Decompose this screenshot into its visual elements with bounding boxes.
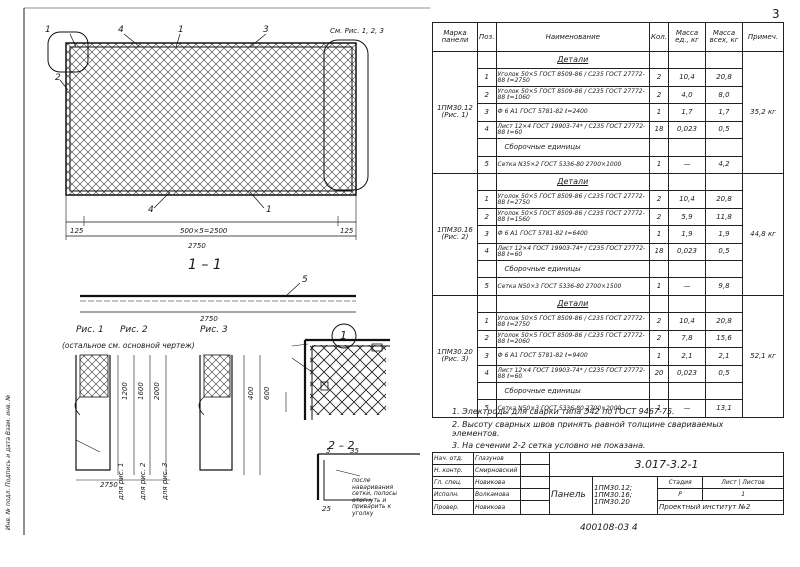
note-3: 3. На сечении 2-2 сетка условно не показ…: [452, 441, 646, 450]
side-stamp: Инв. № подл. Подпись и дата Взам. инв. №: [5, 394, 12, 530]
callout-4: 4: [118, 25, 124, 35]
col-mass-total: Масса всех, кг: [705, 22, 743, 52]
table-row: 1ПМ30.20 (Рис. 3) Детали 52,1 кг: [432, 294, 784, 419]
node-dim-5: 5: [326, 447, 331, 455]
weld-note: после наваривания сетки, полосы отогнуть…: [352, 477, 397, 517]
fig-dim-1200: 1200: [121, 382, 129, 400]
details-label: Детали: [495, 50, 651, 70]
node-1-number: 1: [340, 329, 347, 342]
node-dim-35: 35: [350, 447, 359, 455]
col-qty: Кол.: [649, 22, 669, 52]
callout-5: 5: [302, 275, 308, 285]
section-2-2-title: 2 – 2: [328, 439, 355, 452]
doc-code: 3.017-3.2-1: [549, 452, 784, 477]
section-1-1: [80, 282, 356, 313]
panel-note: 35,2 кг: [742, 51, 784, 174]
dim-right: 125: [340, 227, 354, 235]
panel-elevation: [47, 31, 369, 240]
col-mass-unit: Масса ед., кг: [668, 22, 706, 52]
fig3-label: Рис. 3: [200, 325, 228, 335]
col-note: Примеч.: [742, 22, 784, 52]
note-1: 1. Электроды для сварки типа Э42 по ГОСТ…: [452, 407, 675, 416]
section-dim: 2750: [200, 315, 218, 323]
fig-dim-2000: 2000: [153, 382, 161, 400]
callout-2: 2: [55, 73, 61, 83]
see-fig-label: См. Рис. 1, 2, 3: [330, 27, 384, 35]
footer-code: 400108-03 4: [580, 523, 638, 533]
col-name: Наименование: [495, 22, 651, 52]
drawing-area: [23, 7, 430, 535]
title-block: Нач. отд. Глазунов 3.017-3.2-1 Н. контр.…: [432, 452, 784, 515]
col-mark: Марка панели: [432, 22, 478, 52]
org-name: Проектный институт №2: [657, 500, 784, 515]
fig1-2-elevation: [74, 354, 170, 481]
panel-note: 52,1 кг: [742, 294, 784, 419]
fig-label-1: для рис. 1: [117, 462, 125, 501]
specification-table: Марка панели Поз. Наименование Кол. Масс…: [432, 22, 784, 419]
fig-dim-1600: 1600: [137, 382, 145, 400]
callout-3: 3: [263, 25, 269, 35]
callout-4b: 4: [148, 205, 154, 215]
callout-1: 1: [45, 25, 51, 35]
table-row: 1ПМ30.12 (Рис. 1) Детали 35,2 кг: [432, 50, 784, 174]
dim-overall: 2750: [188, 242, 206, 250]
fig2-label: Рис. 2: [120, 325, 148, 335]
callout-1b: 1: [178, 25, 184, 35]
table-row: Сборочные единицы: [433, 260, 784, 279]
fig-label-3: для рис. 3: [161, 462, 169, 501]
panel-mark: 1ПМ30.16 (Рис. 2): [432, 172, 478, 296]
assembly-label: Сборочные единицы: [495, 138, 651, 157]
fig-dim-400: 400: [247, 386, 255, 400]
col-pos: Поз.: [477, 22, 497, 52]
panel-note: 44,8 кг: [742, 172, 784, 296]
fig3-elevation: [198, 354, 261, 475]
node-dim-25: 25: [322, 505, 331, 513]
table-row: Сборочные единицы: [433, 382, 784, 401]
marks-text: 1ПМ30.12; 1ПМ30.16; 1ПМ30.20: [592, 476, 658, 515]
fig-dim-2750: 2750: [100, 481, 118, 489]
callout-1c: 1: [266, 205, 272, 215]
fig1-label: Рис. 1: [76, 325, 104, 335]
rest-note: (остальное см. основной чертеж): [62, 341, 195, 350]
title-text: Панель: [549, 476, 593, 515]
section-2-2: [316, 453, 420, 501]
table-row: 1ПМ30.16 (Рис. 2) Детали 44,8 кг: [432, 172, 784, 296]
section-1-1-title: 1 – 1: [188, 257, 222, 273]
dim-left: 125: [70, 227, 84, 235]
panel-mark: 1ПМ30.20 (Рис. 3): [432, 294, 478, 419]
note-2: 2. Высоту сварных швов принять равной то…: [452, 420, 724, 439]
page-number: 3: [772, 7, 780, 21]
panel-mark: 1ПМ30.12 (Рис. 1): [432, 51, 478, 174]
fig-dim-600: 600: [263, 386, 271, 400]
dim-inner: 500×5=2500: [180, 227, 228, 235]
node-1-detail: [285, 323, 390, 420]
table-row: Сборочные единицы: [433, 138, 784, 157]
fig-label-2: для рис. 2: [139, 462, 147, 501]
